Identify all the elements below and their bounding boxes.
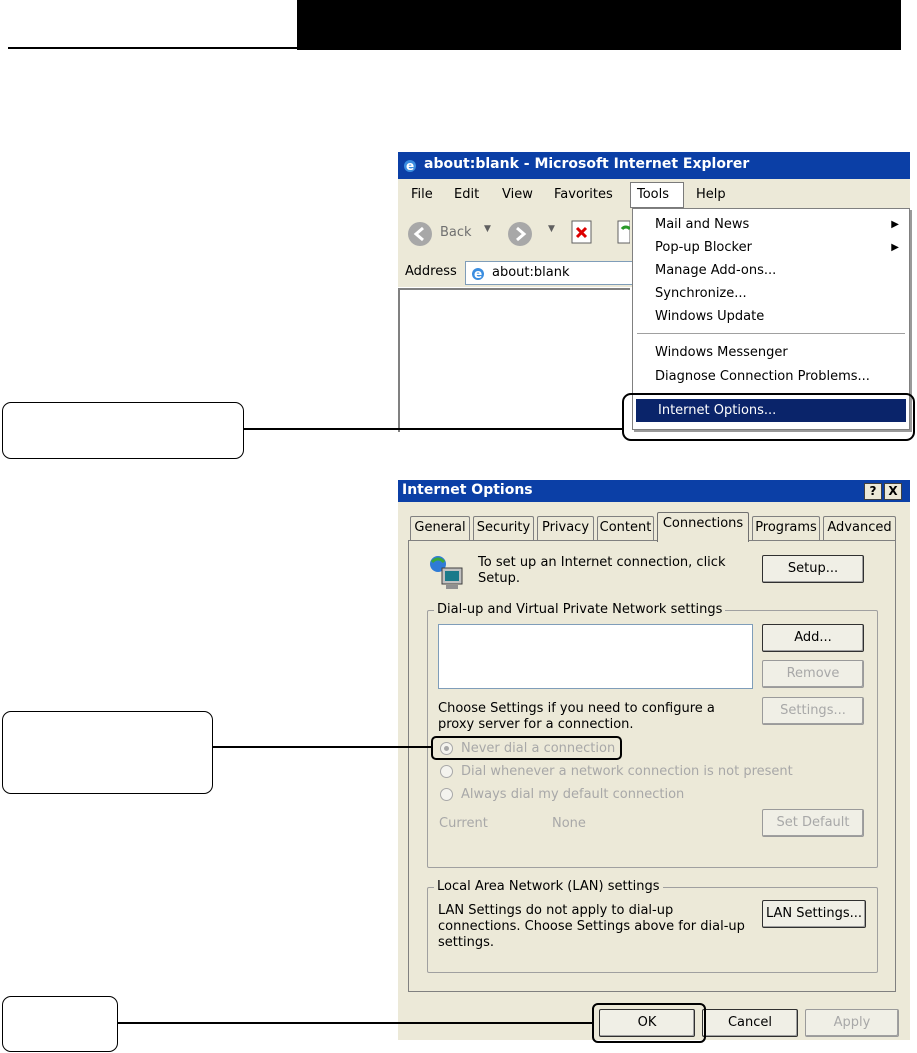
menu-edit[interactable]: Edit [454, 187, 480, 202]
callout-highlight-internet-options [622, 393, 915, 441]
browser-titlebar: e about:blank - Microsoft Internet Explo… [398, 152, 910, 179]
dialog-titlebar: Internet Options [398, 480, 910, 502]
set-default-button[interactable]: Set Default [762, 809, 864, 837]
tab-privacy[interactable]: Privacy [537, 516, 594, 540]
header-bar [297, 0, 901, 50]
header-rule [8, 47, 298, 49]
help-button[interactable]: ? [864, 483, 882, 500]
connection-list[interactable] [438, 624, 753, 689]
radio-dial-whenever-label: Dial whenever a network connection is no… [461, 764, 793, 779]
address-label: Address [405, 264, 457, 279]
browser-content [398, 288, 630, 432]
menu-separator [637, 333, 905, 334]
submenu-arrow-icon: ▶ [891, 242, 899, 253]
menu-item-diagnose[interactable]: Diagnose Connection Problems... [655, 369, 870, 384]
tab-content[interactable]: Content [597, 516, 654, 540]
refresh-icon[interactable] [616, 219, 632, 245]
page-icon: e [469, 264, 487, 282]
dialup-group-title: Dial-up and Virtual Private Network sett… [434, 602, 726, 617]
callout-line-1 [244, 428, 622, 430]
ie-icon: e [401, 156, 419, 174]
close-button[interactable]: X [884, 483, 902, 500]
callout-box-1 [2, 402, 244, 459]
lan-settings-button[interactable]: LAN Settings... [762, 900, 866, 928]
callout-box-3 [2, 996, 118, 1052]
callout-highlight-never-dial [431, 736, 622, 760]
tab-advanced[interactable]: Advanced [823, 516, 896, 540]
menu-item-synchronize[interactable]: Synchronize... [655, 286, 747, 301]
ok-button[interactable]: OK [599, 1009, 695, 1037]
tab-programs[interactable]: Programs [752, 516, 820, 540]
tab-security[interactable]: Security [473, 516, 534, 540]
add-button[interactable]: Add... [762, 624, 864, 652]
lan-text: LAN Settings do not apply to dial-up con… [438, 903, 745, 950]
menu-file[interactable]: File [411, 187, 433, 202]
apply-button[interactable]: Apply [805, 1009, 899, 1037]
address-input[interactable]: e about:blank [465, 261, 665, 285]
submenu-arrow-icon: ▶ [891, 219, 899, 230]
radio-never-dial-label: Never dial a connection [461, 741, 616, 756]
remove-button[interactable]: Remove [762, 660, 864, 688]
menu-item-manage-addons[interactable]: Manage Add-ons... [655, 263, 777, 278]
setup-text: To set up an Internet connection, click … [478, 555, 726, 586]
address-value: about:blank [492, 265, 570, 280]
lan-group-title: Local Area Network (LAN) settings [434, 879, 663, 894]
network-icon [426, 554, 466, 594]
forward-dropdown-icon[interactable]: ▼ [548, 224, 555, 234]
radio-always-dial-label: Always dial my default connection [461, 787, 685, 802]
tab-general[interactable]: General [410, 516, 470, 540]
back-label[interactable]: Back [440, 225, 472, 240]
menu-view[interactable]: View [502, 187, 533, 202]
stop-icon[interactable] [570, 219, 594, 245]
callout-box-2 [2, 711, 213, 794]
callout-line-3 [118, 1022, 592, 1024]
callout-highlight-ok [592, 1003, 706, 1043]
menu-item-internet-options[interactable]: Internet Options... [636, 399, 906, 422]
back-arrow-icon[interactable] [406, 220, 434, 248]
radio-dial-whenever[interactable] [440, 765, 453, 778]
settings-button[interactable]: Settings... [762, 697, 864, 725]
browser-title: about:blank - Microsoft Internet Explore… [424, 156, 750, 172]
callout-line-2 [213, 746, 431, 748]
menu-favorites[interactable]: Favorites [554, 187, 613, 202]
back-dropdown-icon[interactable]: ▼ [484, 224, 491, 234]
tab-connections[interactable]: Connections [657, 512, 749, 542]
forward-arrow-icon[interactable] [506, 220, 534, 248]
menu-item-popup-blocker[interactable]: Pop-up Blocker▶ [633, 236, 909, 259]
radio-always-dial[interactable] [440, 788, 453, 801]
menu-item-windows-messenger[interactable]: Windows Messenger [655, 345, 788, 360]
menu-tools[interactable]: Tools [630, 182, 684, 208]
setup-button[interactable]: Setup... [762, 555, 864, 583]
svg-text:e: e [406, 159, 414, 173]
current-value: None [552, 816, 586, 831]
cancel-button[interactable]: Cancel [702, 1009, 798, 1037]
current-label: Current [439, 816, 488, 831]
radio-never-dial[interactable] [440, 742, 453, 755]
svg-text:e: e [474, 267, 482, 281]
menu-help[interactable]: Help [696, 187, 726, 202]
dialog-title: Internet Options [402, 482, 533, 498]
menu-item-windows-update[interactable]: Windows Update [655, 309, 765, 324]
proxy-text: Choose Settings if you need to configure… [438, 701, 715, 732]
menu-item-mail-and-news[interactable]: Mail and News▶ [633, 213, 909, 236]
